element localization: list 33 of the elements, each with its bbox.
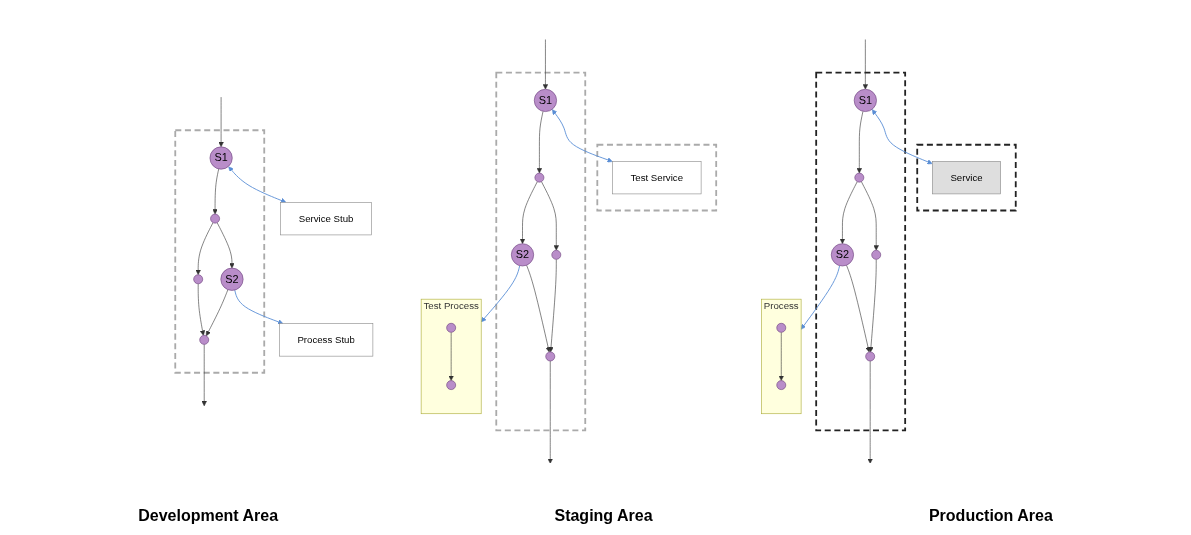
node-circle [199,335,210,345]
node-circle [551,250,562,260]
node-circle: S1 [853,88,877,112]
area-label: Development Area [138,507,279,525]
node-box: Process Stub [279,323,374,357]
cluster [174,129,266,374]
node-circle [446,322,456,333]
node-box: Test Service [612,161,702,195]
node-circle [193,274,203,285]
node-circle [545,351,556,362]
cluster: Test Process [420,298,482,415]
node-circle: S2 [220,267,244,291]
node-box: Service Stub [280,202,372,236]
node-circle [776,380,787,390]
cluster [495,71,587,432]
cluster [815,71,907,432]
node-circle: S1 [533,88,557,112]
node-circle [865,351,875,362]
area-label: Staging Area [554,507,653,525]
node-circle: S1 [209,146,233,170]
node-circle [446,380,456,390]
area-label: Production Area [928,507,1053,525]
cluster [596,143,718,212]
cluster [916,143,1017,212]
cluster: Process [761,298,802,415]
node-circle [210,213,220,224]
node-circle [854,172,865,183]
node-circle [534,172,545,183]
node-circle: S2 [511,243,534,267]
node-circle [776,322,787,333]
node-box: Service [932,161,1001,195]
node-circle [871,250,882,260]
node-circle: S2 [830,243,854,267]
